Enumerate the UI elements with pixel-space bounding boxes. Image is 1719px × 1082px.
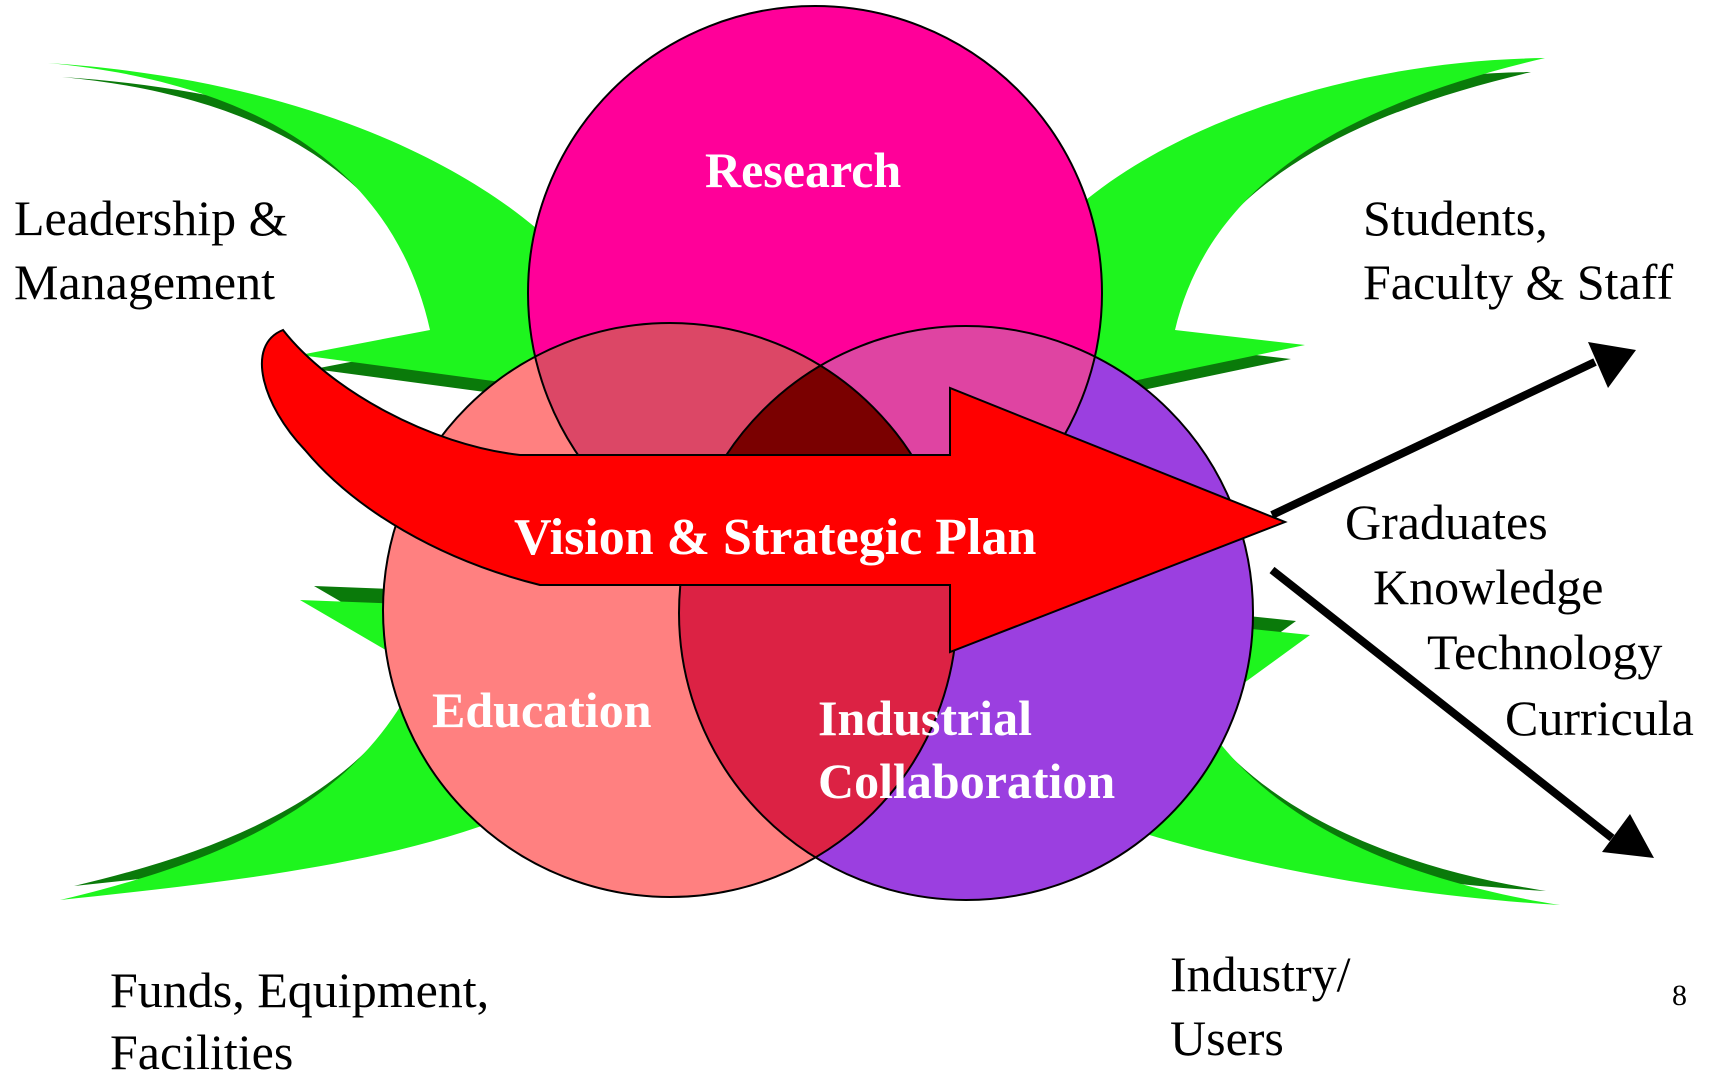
input-label-bottom-left-line2: Facilities bbox=[110, 1024, 294, 1080]
education-label: Education bbox=[432, 682, 652, 738]
output-list-item: Curricula bbox=[1505, 690, 1694, 746]
output-arrow-lower-head bbox=[1602, 814, 1654, 858]
page-number: 8 bbox=[1672, 979, 1687, 1012]
input-label-bottom-right-line2: Users bbox=[1170, 1010, 1284, 1066]
research-label: Research bbox=[705, 142, 902, 198]
output-list-item: Technology bbox=[1427, 624, 1663, 680]
strategic-plan-arrow bbox=[260, 328, 1288, 654]
output-list-item: Graduates bbox=[1345, 494, 1548, 550]
output-arrow-upper-line bbox=[1270, 358, 1597, 519]
output-list-item: Knowledge bbox=[1373, 559, 1604, 615]
strategic-plan-label: Vision & Strategic Plan bbox=[514, 509, 1037, 566]
output-arrow-lower-line bbox=[1269, 566, 1615, 842]
output-label-top-right-line1: Students, bbox=[1363, 190, 1548, 246]
leaf-top-right-face bbox=[1080, 58, 1545, 390]
input-label-bottom-right-line1: Industry/ bbox=[1170, 946, 1351, 1002]
industry-circle-outline bbox=[678, 325, 1254, 901]
industry-label-line2: Collaboration bbox=[818, 753, 1116, 809]
leaf-top-left-face bbox=[48, 63, 560, 390]
output-arrows bbox=[1269, 342, 1654, 858]
output-label-top-right-line2: Faculty & Staff bbox=[1363, 254, 1674, 310]
input-label-top-left-line1: Leadership & bbox=[14, 190, 288, 246]
industry-label-line1: Industrial bbox=[818, 690, 1032, 746]
input-label-bottom-left-line1: Funds, Equipment, bbox=[110, 962, 490, 1018]
input-label-top-left-line2: Management bbox=[14, 254, 276, 310]
output-arrow-upper-head bbox=[1588, 342, 1636, 388]
